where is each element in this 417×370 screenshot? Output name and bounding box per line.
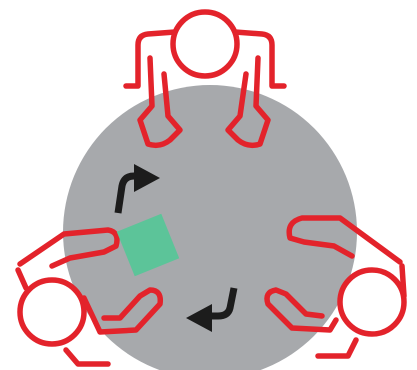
person-top-head xyxy=(173,12,237,76)
person-right-head xyxy=(340,270,404,334)
person-left-head xyxy=(20,280,84,344)
